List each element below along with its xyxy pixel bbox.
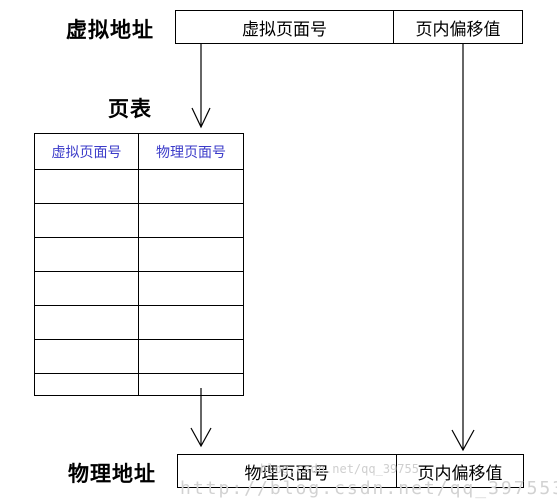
watermark-url: http://blog.csdn.net/qq_397553 [180,478,557,499]
table-cell [34,203,139,238]
virtual-address-label: 虚拟地址 [66,17,154,42]
table-cell [138,305,244,340]
table-cell [34,271,139,306]
physical-address-box: 物理页面号 页内偏移值 [177,454,524,488]
arrow-vpn-to-table-head [191,107,211,129]
table-cell [138,237,244,272]
table-row [34,237,244,272]
table-cell [138,271,244,306]
page-table-label: 页表 [108,96,152,121]
physical-page-offset-field: 页内偏移值 [396,455,523,487]
page-table: 虚拟页面号 物理页面号 [34,133,244,396]
arrow-offset-passthrough-head [451,429,475,452]
page-offset-field: 页内偏移值 [393,11,522,43]
table-row [34,203,244,238]
arrow-table-to-ppn-head [190,427,212,448]
table-cell [34,169,139,204]
table-row [34,271,244,306]
table-cell [34,237,139,272]
table-row [34,169,244,204]
table-header-row: 虚拟页面号 物理页面号 [34,133,244,170]
table-cell [138,373,244,396]
physical-page-number-field: 物理页面号 [244,463,330,484]
physical-address-label: 物理地址 [68,461,156,486]
virtual-address-box: 虚拟页面号 页内偏移值 [175,10,523,44]
table-row [34,373,244,396]
virtual-page-number-field: 虚拟页面号 [242,19,327,40]
table-row [34,305,244,340]
watermark-text: blog.csdn.net/qq_39755 [260,462,419,476]
column-header-physical-page: 物理页面号 [138,133,244,170]
